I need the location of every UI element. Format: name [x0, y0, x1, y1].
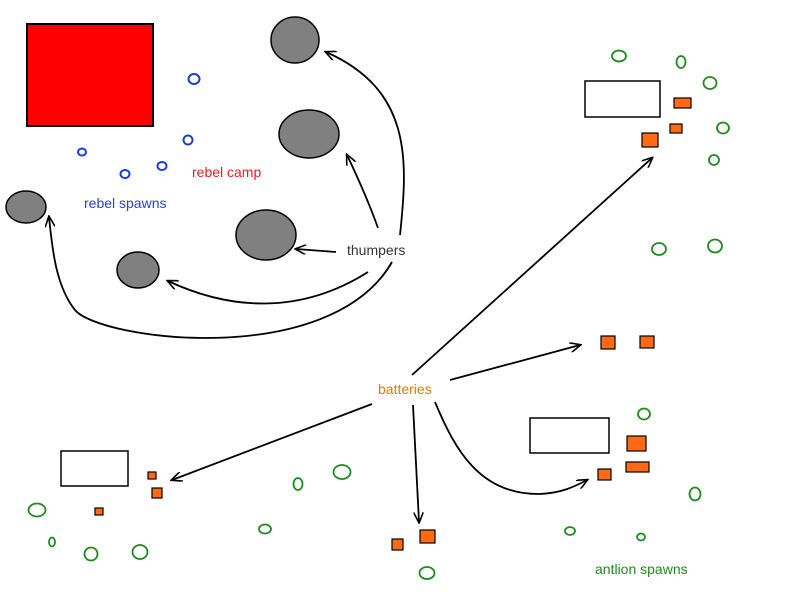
- rebel-camp-area: [26, 23, 154, 127]
- white-boxes-group: [60, 80, 661, 487]
- rebel-spawn: [119, 169, 131, 179]
- rebel-spawn: [182, 134, 194, 146]
- thumper: [235, 209, 297, 261]
- antlion-spawn: [564, 526, 576, 536]
- thumper: [116, 251, 160, 289]
- thumpers-label: thumpers: [347, 242, 405, 258]
- antlion-spawns-label: antlion spawns: [595, 561, 688, 577]
- battery: [597, 468, 612, 481]
- battery: [419, 529, 436, 544]
- battery: [625, 461, 650, 473]
- arrow-thumpers-to-second: [347, 155, 379, 229]
- antlion-spawn: [688, 486, 702, 502]
- thumpers-group: [5, 16, 340, 289]
- thumper: [278, 109, 340, 159]
- structure-box-mid-right: [529, 417, 610, 454]
- antlion-spawns-group: [27, 49, 730, 580]
- arrow-batteries-to-left: [172, 403, 373, 480]
- arrow-batteries-to-top-right: [411, 158, 652, 376]
- antlion-spawn: [332, 464, 352, 480]
- structure-box-top-right: [584, 80, 661, 118]
- antlion-spawn: [636, 532, 646, 542]
- arrow-batteries-to-lower-right: [434, 401, 587, 495]
- antlion-spawn: [707, 238, 723, 254]
- thumper-arrows: [49, 52, 405, 339]
- rebel-spawn: [187, 73, 201, 85]
- battery: [147, 471, 157, 480]
- antlion-spawn: [48, 536, 56, 548]
- antlion-spawn: [131, 544, 149, 560]
- arrow-batteries-to-mid-right: [449, 345, 580, 381]
- antlion-spawn: [258, 523, 272, 535]
- antlion-spawn: [708, 154, 720, 166]
- arrow-thumpers-to-third: [296, 249, 337, 252]
- battery: [639, 335, 655, 349]
- antlion-spawn: [716, 121, 730, 135]
- battery: [641, 132, 659, 148]
- thumper: [5, 190, 47, 224]
- antlion-spawn: [83, 546, 99, 562]
- antlion-spawn: [611, 49, 627, 63]
- thumper: [270, 16, 320, 64]
- rebel-spawn: [77, 147, 87, 157]
- battery: [673, 97, 692, 109]
- antlion-spawn: [292, 477, 304, 491]
- antlion-spawn: [418, 566, 436, 580]
- battery: [600, 335, 616, 350]
- batteries-label: batteries: [378, 381, 432, 397]
- batteries-group: [94, 97, 692, 551]
- rebel-spawns-label: rebel spawns: [84, 195, 167, 211]
- rebel-spawns-group: [77, 73, 201, 179]
- arrow-batteries-to-bottom: [412, 404, 419, 522]
- arrow-thumpers-to-top: [326, 52, 405, 236]
- arrow-thumpers-to-fourth: [168, 271, 369, 305]
- battery: [94, 507, 104, 516]
- antlion-spawn: [637, 407, 651, 421]
- antlion-spawn: [27, 502, 47, 518]
- rebel-spawn: [156, 161, 168, 171]
- battery: [151, 487, 163, 499]
- battery-arrows: [172, 158, 652, 522]
- antlion-spawn: [675, 55, 687, 69]
- rebel-camp-label: rebel camp: [192, 164, 261, 180]
- battery: [391, 538, 404, 551]
- battery: [669, 123, 683, 134]
- antlion-spawn: [651, 242, 667, 256]
- antlion-spawn: [702, 76, 718, 90]
- arrow-thumpers-to-fifth: [49, 217, 393, 339]
- battery: [626, 435, 647, 452]
- structure-box-bottom-left: [60, 450, 129, 487]
